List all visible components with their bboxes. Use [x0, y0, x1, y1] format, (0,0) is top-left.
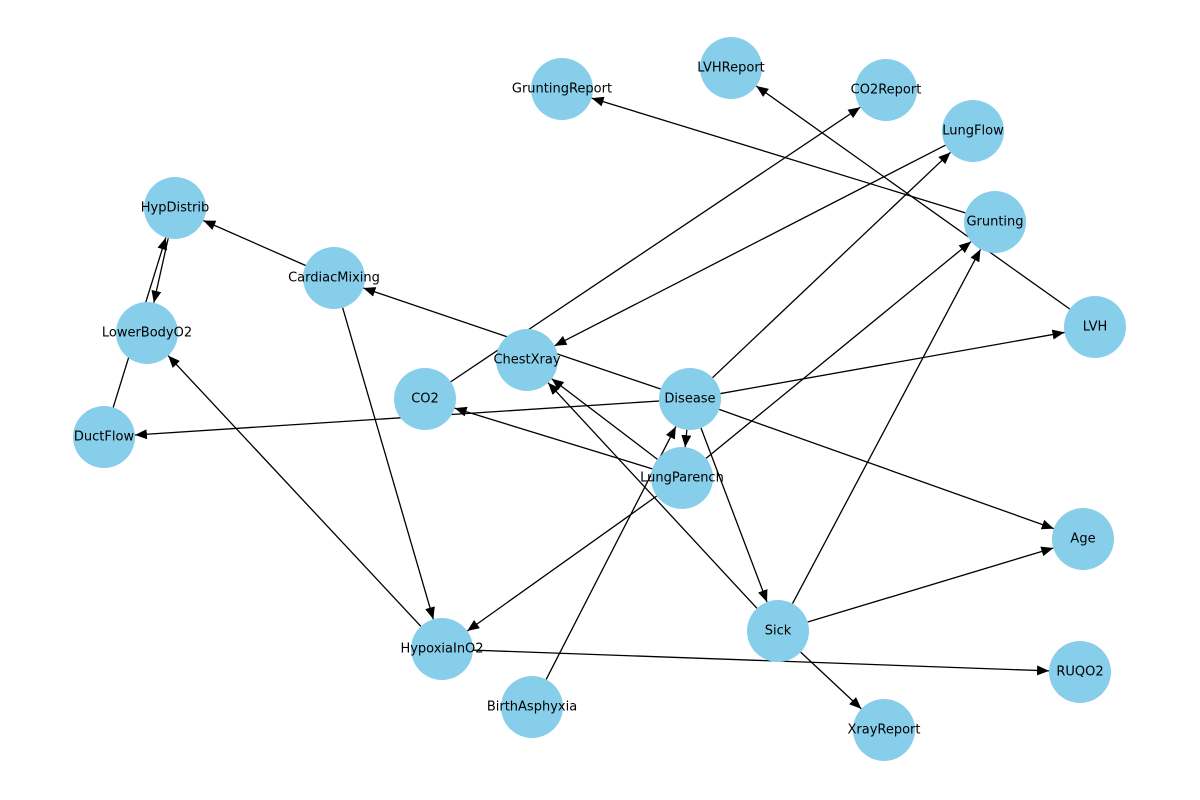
edge-sick-to-chestxray: [547, 382, 758, 609]
node-circle: [73, 406, 135, 468]
node-label: LVH: [1083, 320, 1107, 335]
node-ductflow: DuctFlow: [73, 406, 135, 468]
node-circle: [1052, 508, 1114, 570]
edge-sick-to-xrayreport: [800, 651, 862, 710]
edge-hypoxiaino2-to-ruqo2: [472, 649, 1050, 676]
edge-disease-to-lvh: [720, 329, 1065, 395]
node-circle: [964, 191, 1026, 253]
node-label: HypoxiaInO2: [400, 642, 483, 657]
node-label: CO2Report: [851, 83, 922, 98]
node-circle: [659, 368, 721, 430]
node-gruntingreport: GruntingReport: [512, 58, 612, 120]
node-circle: [411, 618, 473, 680]
node-label: GruntingReport: [512, 82, 612, 97]
node-label: Age: [1070, 532, 1095, 547]
node-circle: [942, 100, 1004, 162]
node-label: DuctFlow: [74, 430, 135, 445]
edge-disease-to-lungparench: [681, 429, 692, 448]
node-label: HypDistrib: [141, 201, 209, 216]
node-circle: [394, 368, 456, 430]
node-sick: Sick: [747, 600, 809, 662]
edge-sick-to-age: [807, 546, 1054, 623]
node-label: Disease: [664, 392, 715, 407]
node-age: Age: [1052, 508, 1114, 570]
node-lvh: LVH: [1064, 296, 1126, 358]
node-circle: [651, 447, 713, 509]
node-circle: [496, 329, 558, 391]
edge-lungparench-to-hypoxiaino2: [466, 495, 658, 632]
node-circle: [144, 177, 206, 239]
node-circle: [531, 58, 593, 120]
node-circle: [1049, 641, 1111, 703]
node-lvhreport: LVHReport: [697, 37, 765, 99]
node-label: LowerBodyO2: [102, 326, 192, 341]
edge-disease-to-ductflow: [134, 400, 660, 440]
node-label: RUQO2: [1056, 665, 1103, 680]
edge-cardiacmixing-to-hypdistrib: [203, 219, 306, 267]
node-ruqo2: RUQO2: [1049, 641, 1111, 703]
edge-lungflow-to-chestxray: [554, 144, 946, 347]
node-chestxray: ChestXray: [493, 329, 561, 391]
node-hypdistrib: HypDistrib: [141, 177, 209, 239]
node-label: ChestXray: [493, 353, 560, 368]
node-label: LungFlow: [942, 124, 1004, 139]
node-circle: [747, 600, 809, 662]
node-co2report: CO2Report: [851, 59, 922, 121]
node-birthasphyxia: BirthAsphyxia: [487, 676, 577, 738]
node-xrayreport: XrayReport: [847, 699, 921, 761]
edge-lungparench-to-chestxray: [551, 378, 658, 460]
node-lowerbodyo2: LowerBodyO2: [102, 302, 192, 364]
node-label: LungParench: [640, 471, 724, 486]
node-circle: [700, 37, 762, 99]
node-lungflow: LungFlow: [942, 100, 1004, 162]
edge-disease-to-sick: [700, 427, 768, 603]
node-label: XrayReport: [847, 723, 920, 738]
node-label: Sick: [765, 624, 792, 639]
edge-lvh-to-lvhreport: [755, 85, 1071, 310]
node-circle: [855, 59, 917, 121]
node-label: CO2: [411, 392, 439, 407]
node-circle: [853, 699, 915, 761]
edge-disease-to-age: [718, 408, 1055, 530]
edge-sick-to-grunting: [791, 249, 982, 604]
node-hypoxiaino2: HypoxiaInO2: [400, 618, 484, 680]
edge-cardiacmixing-to-hypoxiaino2: [342, 307, 435, 620]
node-label: LVHReport: [697, 61, 765, 76]
node-label: CardiacMixing: [288, 271, 380, 286]
node-cardiacmixing: CardiacMixing: [288, 247, 380, 309]
node-disease: Disease: [659, 368, 721, 430]
edge-lungparench-to-co2: [454, 406, 653, 470]
node-circle: [116, 302, 178, 364]
node-label: BirthAsphyxia: [487, 700, 577, 715]
edge-disease-to-lungflow: [712, 151, 951, 379]
edge-hypoxiaino2-to-lowerbodyo2: [167, 355, 422, 627]
node-co2: CO2: [394, 368, 456, 430]
node-label: Grunting: [966, 215, 1023, 230]
edge-lungparench-to-grunting: [705, 241, 972, 459]
node-circle: [501, 676, 563, 738]
edges-layer: [112, 85, 1071, 710]
node-circle: [1064, 296, 1126, 358]
edge-hypdistrib-to-lowerbodyo2: [151, 238, 169, 303]
node-lungparench: LungParench: [640, 447, 724, 509]
node-grunting: Grunting: [964, 191, 1026, 253]
node-circle: [303, 247, 365, 309]
edge-grunting-to-gruntingreport: [591, 96, 966, 214]
